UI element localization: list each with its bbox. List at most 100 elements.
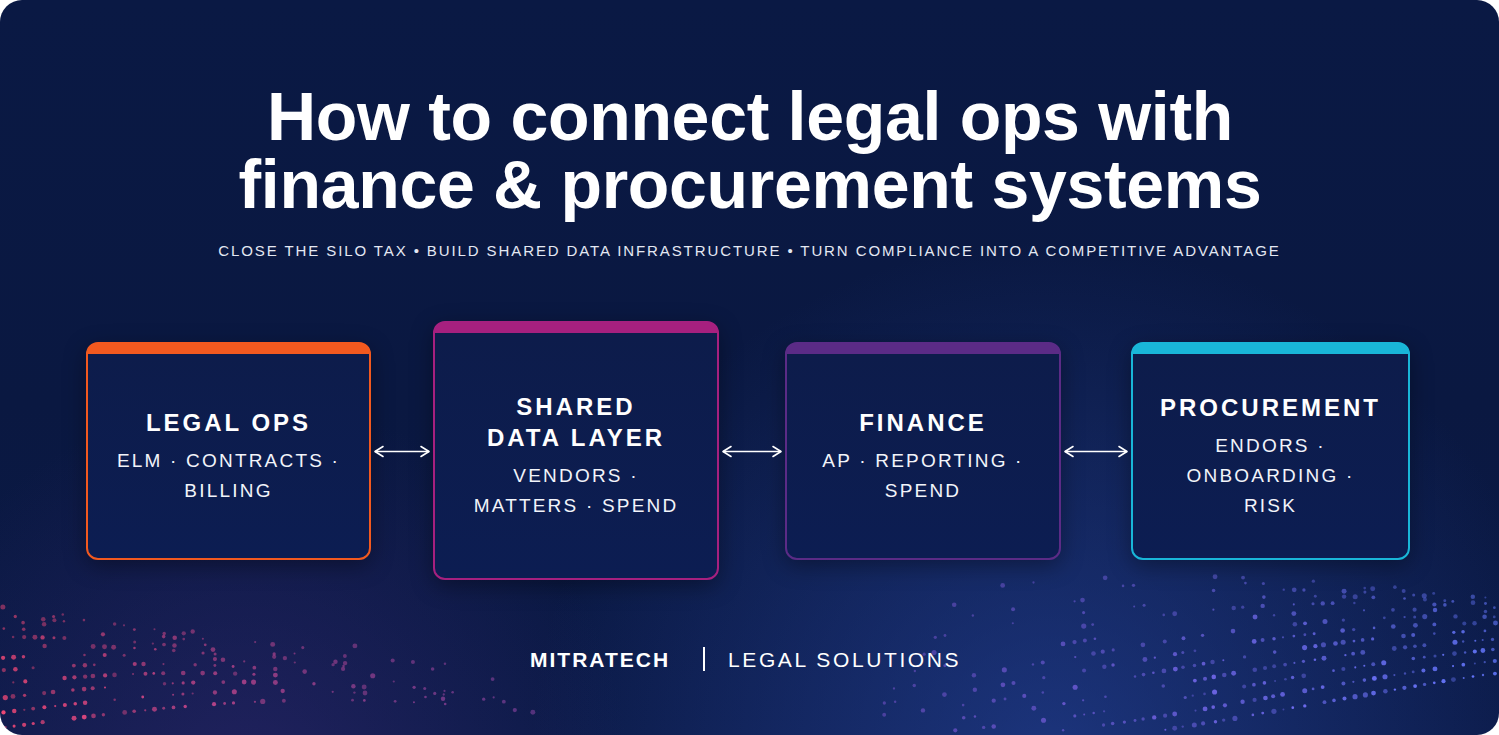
decor-dot (1411, 633, 1415, 637)
decor-dot (1152, 715, 1156, 719)
decor-dot (1442, 654, 1444, 656)
decor-dot (1441, 679, 1445, 683)
decor-dot (1433, 681, 1436, 684)
decor-dot (411, 660, 415, 664)
decor-dot (40, 635, 44, 639)
decor-dot (102, 713, 105, 716)
decor-dot (1154, 657, 1156, 659)
decor-dot (1413, 684, 1417, 688)
decor-dot (1282, 708, 1284, 710)
decor-dot (1493, 621, 1498, 626)
decor-dot (1381, 660, 1386, 665)
decor-dot (1273, 614, 1275, 616)
decor-dot (11, 694, 16, 699)
decor-dot (1353, 594, 1358, 599)
decor-dot (112, 673, 117, 678)
decor-dot (1142, 673, 1146, 677)
decor-dot (1011, 681, 1015, 685)
decor-dot (1342, 589, 1347, 594)
decor-dot (423, 687, 426, 690)
decor-dot (1231, 671, 1236, 676)
decor-dot (162, 632, 165, 635)
decor-dot (343, 661, 347, 665)
decor-dot (1192, 695, 1194, 697)
decor-dot (1333, 641, 1338, 646)
decor-dot (141, 696, 144, 699)
decor-dot (123, 624, 125, 626)
decor-dot (1280, 692, 1285, 697)
decor-dot (1203, 693, 1206, 696)
decor-dot (72, 664, 76, 668)
decor-dot (1484, 602, 1487, 605)
decor-dot (1462, 640, 1464, 642)
decor-dot (1493, 616, 1496, 619)
decor-dot (1012, 622, 1014, 624)
decor-dot (221, 680, 225, 684)
decor-dot (1252, 683, 1256, 687)
decor-dot (1382, 674, 1387, 679)
decor-dot (944, 634, 947, 637)
decor-dot (1341, 682, 1345, 686)
decor-dot (103, 673, 107, 677)
decor-dot (182, 638, 185, 641)
decor-dot (1312, 688, 1315, 691)
decor-dot (1313, 632, 1316, 635)
decor-dot (1484, 630, 1487, 633)
decor-dot (1363, 591, 1366, 594)
decor-dot (1273, 650, 1277, 654)
decor-dot (1252, 667, 1257, 672)
decor-dot (1241, 576, 1245, 580)
decor-dot (1472, 675, 1475, 678)
decor-dot (133, 628, 136, 631)
decor-dot (1283, 663, 1287, 667)
decor-dot (1353, 602, 1355, 604)
footer-separator (703, 647, 705, 671)
decor-dot (1363, 678, 1367, 682)
decor-dot (42, 644, 46, 648)
decor-dot (1341, 640, 1346, 645)
decor-dot (1484, 661, 1486, 663)
decor-dot (154, 648, 157, 651)
decor-dot (1074, 656, 1076, 658)
decor-dot (283, 656, 287, 660)
decor-dot (1322, 656, 1327, 661)
decor-dot (1042, 676, 1045, 679)
decor-dot (1322, 619, 1327, 624)
decor-dot (1471, 594, 1475, 598)
decor-dot (1272, 637, 1276, 641)
decor-dot (213, 671, 217, 675)
decor-dot (1422, 643, 1426, 647)
decor-dot (83, 674, 87, 678)
box-detail: AP · REPORTING · SPEND (798, 446, 1048, 506)
decor-dot (1222, 659, 1224, 661)
decor-dot (1432, 622, 1436, 626)
decor-dot (1423, 683, 1426, 686)
decor-dot (12, 636, 15, 639)
decor-dot (363, 699, 366, 702)
decor-dot (182, 631, 186, 635)
decor-dot (1081, 624, 1086, 629)
decor-dot (1162, 614, 1165, 617)
decor-dot (1193, 679, 1197, 683)
decor-dot (1161, 684, 1165, 688)
decor-dot (351, 684, 355, 688)
decor-dot (1082, 699, 1084, 701)
decor-dot (1201, 721, 1205, 725)
decor-dot (1342, 696, 1346, 700)
decor-dot (433, 692, 436, 695)
decor-dot (1391, 624, 1396, 629)
decor-dot (1314, 595, 1317, 598)
decor-dot (1222, 718, 1225, 721)
decor-dot (1321, 642, 1326, 647)
decor-dot (301, 646, 304, 649)
decor-dot (12, 681, 14, 683)
decor-dot (144, 709, 146, 711)
decor-dot (1474, 640, 1476, 642)
decor-dot (1091, 623, 1094, 626)
decor-dot (1032, 663, 1034, 665)
arrow-head (421, 447, 429, 457)
decor-dot (992, 699, 996, 703)
decor-dot (1462, 621, 1466, 625)
decor-dot (1403, 616, 1405, 618)
decor-dot (213, 690, 217, 694)
